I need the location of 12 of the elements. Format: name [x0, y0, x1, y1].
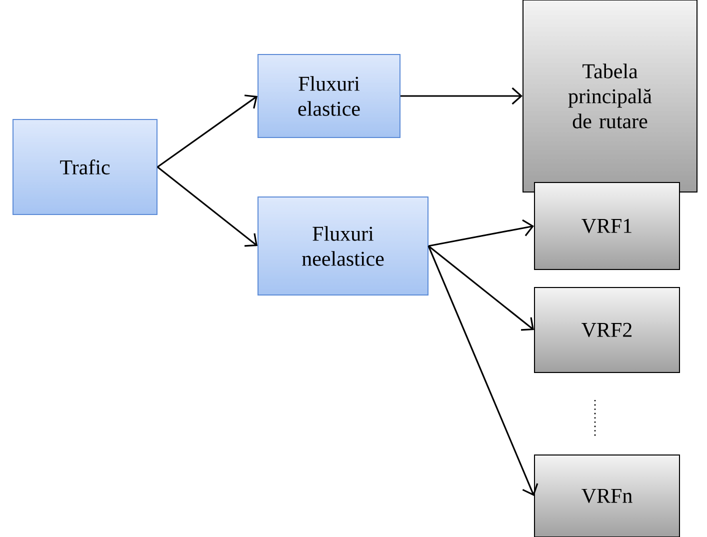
table-box: VRFn — [534, 454, 680, 537]
arrow — [428, 246, 538, 496]
process-box: Trafic — [12, 119, 158, 215]
table-box: VRF2 — [534, 287, 680, 373]
arrow — [428, 245, 534, 331]
process-box: Fluxuri neelastice — [258, 196, 428, 296]
arrow — [400, 87, 522, 105]
table-box: VRF1 — [534, 182, 680, 270]
arrow — [157, 166, 258, 247]
process-box: Fluxuri elastice — [258, 54, 400, 138]
arrow — [157, 94, 258, 168]
arrow — [428, 219, 534, 247]
